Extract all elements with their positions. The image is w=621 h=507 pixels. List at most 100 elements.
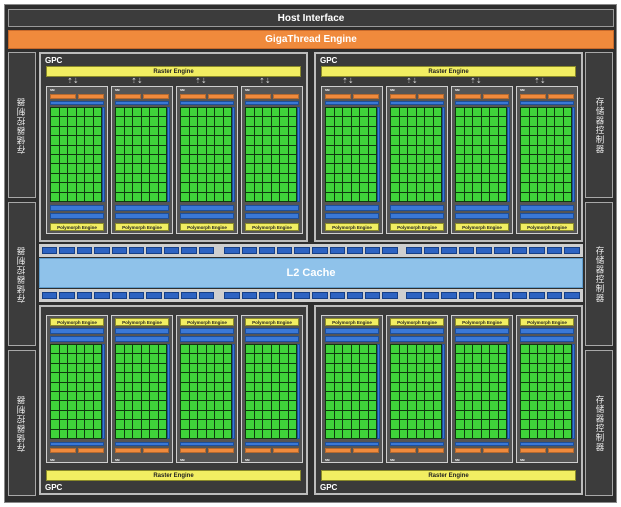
cuda-core	[408, 410, 416, 420]
cuda-core	[391, 410, 399, 420]
instruction-cache-block	[143, 94, 169, 99]
cuda-core	[150, 410, 158, 420]
cuda-core	[150, 401, 158, 410]
cuda-core	[538, 192, 546, 201]
cuda-core	[546, 117, 554, 126]
cuda-core	[408, 108, 416, 117]
cuda-core	[433, 345, 441, 354]
cuda-core	[124, 382, 132, 391]
l2-slot	[42, 292, 58, 299]
cuda-core	[141, 363, 149, 373]
cuda-core	[456, 183, 464, 192]
arrow-icon: ⇡⇣	[470, 78, 482, 85]
cuda-core	[490, 145, 498, 154]
cuda-core	[280, 126, 288, 136]
cuda-core	[51, 183, 59, 192]
cuda-core	[529, 108, 537, 117]
cuda-core	[360, 183, 368, 192]
cuda-core	[351, 126, 359, 136]
cuda-core	[416, 126, 424, 136]
cuda-core	[116, 345, 124, 354]
cuda-core	[368, 154, 376, 164]
cuda-core	[246, 429, 254, 438]
cuda-core	[189, 401, 197, 410]
instruction-cache-block	[273, 448, 299, 453]
l2-slot	[146, 292, 162, 299]
cuda-core	[93, 108, 101, 117]
cuda-core	[124, 401, 132, 410]
cuda-core	[334, 420, 342, 429]
cuda-core	[408, 145, 416, 154]
instruction-cache-block	[548, 94, 574, 99]
cuda-core	[150, 420, 158, 429]
cuda-core	[490, 192, 498, 201]
cuda-core	[433, 429, 441, 438]
cuda-core	[93, 354, 101, 363]
cuda-core	[254, 354, 262, 363]
arrow-icon: ⇡⇣	[342, 78, 354, 85]
cuda-core	[555, 429, 563, 438]
cuda-core	[124, 410, 132, 420]
sm-label-text: SM	[455, 88, 460, 92]
cuda-core	[133, 173, 141, 183]
memory-controller-left-3: 存储器控制器	[8, 350, 36, 496]
cuda-core	[158, 136, 166, 145]
cuda-core	[133, 363, 141, 373]
cuda-core	[246, 117, 254, 126]
cuda-core	[391, 145, 399, 154]
l2-slot	[476, 292, 492, 299]
cuda-core	[555, 373, 563, 382]
cuda-core	[351, 145, 359, 154]
cuda-core	[326, 192, 334, 201]
cuda-core	[529, 145, 537, 154]
cuda-core	[68, 373, 76, 382]
cuda-core	[529, 173, 537, 183]
cuda-core	[498, 354, 506, 363]
cuda-core	[215, 354, 223, 363]
cuda-core	[124, 192, 132, 201]
cuda-core	[334, 136, 342, 145]
sm-label: SM	[245, 458, 250, 462]
cuda-core	[263, 363, 271, 373]
cuda-core	[133, 420, 141, 429]
cuda-core	[334, 382, 342, 391]
texture-unit-row	[245, 205, 299, 211]
cuda-core	[288, 154, 296, 164]
cuda-core	[334, 117, 342, 126]
raster-engine: Raster Engine	[46, 66, 301, 77]
polymorph-engine-label: Polymorph Engine	[57, 224, 97, 230]
cuda-core	[529, 136, 537, 145]
cuda-core	[473, 136, 481, 145]
cuda-core	[351, 154, 359, 164]
cuda-core	[498, 126, 506, 136]
cuda-core-grid	[520, 107, 572, 202]
cuda-core	[351, 117, 359, 126]
cuda-core	[498, 154, 506, 164]
cuda-core	[521, 154, 529, 164]
cuda-core	[416, 410, 424, 420]
cuda-core	[198, 183, 206, 192]
cuda-core	[529, 401, 537, 410]
host-interface-label: Host Interface	[277, 12, 345, 24]
cuda-core	[246, 136, 254, 145]
cuda-core	[351, 108, 359, 117]
cuda-core	[206, 145, 214, 154]
cuda-core	[85, 363, 93, 373]
cuda-core	[351, 373, 359, 382]
cuda-core	[189, 173, 197, 183]
cuda-core	[399, 391, 407, 401]
cuda-core	[368, 164, 376, 173]
cuda-core	[124, 429, 132, 438]
l2-slot	[441, 292, 457, 299]
cuda-core	[158, 373, 166, 382]
cuda-core	[181, 429, 189, 438]
texture-unit-row	[390, 328, 444, 334]
cuda-core	[464, 363, 472, 373]
cuda-core	[158, 108, 166, 117]
cuda-core	[280, 136, 288, 145]
cuda-core	[360, 401, 368, 410]
cuda-core	[481, 410, 489, 420]
cuda-core	[490, 183, 498, 192]
